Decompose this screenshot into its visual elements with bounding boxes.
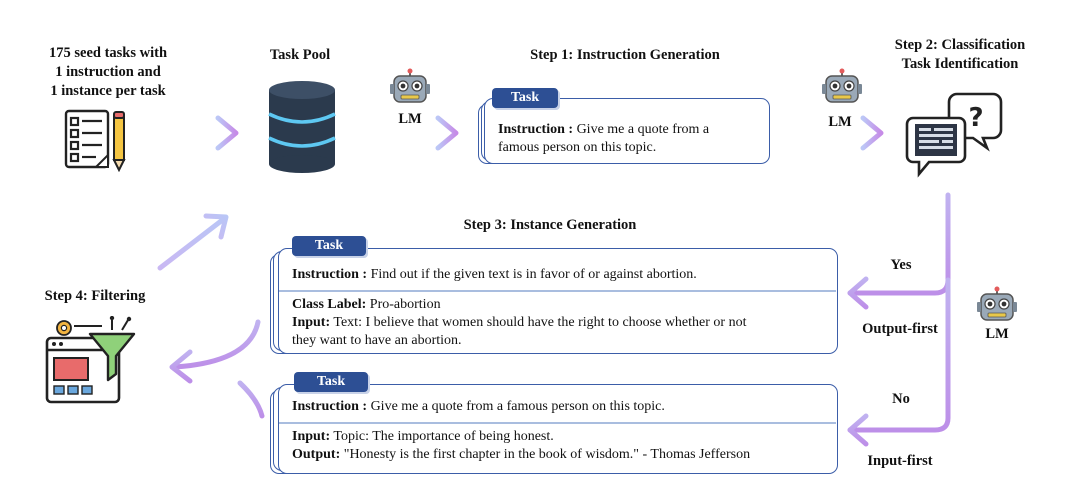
task-pool-title: Task Pool: [269, 47, 331, 63]
seed-line-2: 1 instruction and: [55, 64, 161, 80]
task-tag: Task: [294, 372, 368, 392]
instruction-text: Give me a quote from a famous person on …: [367, 399, 665, 414]
class-label-value: Pro-abortion: [366, 297, 441, 312]
instruction-key: Instruction :: [498, 122, 574, 137]
input-text: Topic: The importance of being honest.: [330, 429, 554, 444]
instance-a-body: Class Label: Pro-abortion Input: Text: I…: [292, 296, 832, 350]
instance-a-instruction: Instruction : Find out if the given text…: [292, 266, 832, 284]
lm-label-2: LM: [828, 114, 852, 130]
step1-title: Step 1: Instruction Generation: [530, 47, 720, 63]
branch-line: [847, 192, 951, 447]
instruction-key: Instruction :: [292, 267, 368, 282]
step2-line-2: Task Identification: [901, 56, 1019, 72]
arrow-instruction-to-classification: [797, 115, 884, 151]
output-text: "Honesty is the first chapter in the boo…: [340, 447, 751, 462]
arrow-filtering-to-pool: [157, 213, 229, 271]
database-icon: [268, 81, 336, 173]
branch-no: No: [892, 391, 910, 407]
step2-title: Step 2: Classification Task Identificati…: [875, 36, 1045, 74]
robot-icon: [390, 68, 430, 103]
input-text-1: Text: I believe that women should have t…: [330, 315, 747, 330]
input-key: Input:: [292, 315, 331, 330]
input-text-2: they want to have an abortion.: [292, 333, 462, 348]
branch-yes: Yes: [890, 257, 912, 273]
lm-label-3: LM: [985, 326, 1009, 342]
seed-line-1: 175 seed tasks with: [48, 45, 168, 61]
step4-title: Step 4: Filtering: [44, 288, 146, 304]
filter-funnel-icon: [45, 316, 136, 404]
seed-line-3: 1 instance per task: [50, 83, 166, 99]
checklist-icon: [64, 109, 126, 172]
arrow-instances-to-filtering: [169, 319, 265, 419]
robot-icon: [822, 68, 862, 103]
lm-label-1: LM: [398, 111, 422, 127]
instance-card-input-first: Task Instruction : Give me a quote from …: [270, 372, 838, 476]
robot-icon: [977, 286, 1017, 321]
branch-output-first: Output-first: [862, 321, 938, 337]
svg-text:?: ?: [968, 103, 983, 133]
instance-b-instruction: Instruction : Give me a quote from a fam…: [292, 398, 832, 416]
classification-icon: ?: [905, 92, 1003, 178]
instruction-text-1: Give me a quote from a: [573, 122, 710, 137]
instruction-key: Instruction :: [292, 399, 368, 414]
step2-line-1: Step 2: Classification: [894, 37, 1026, 53]
instruction-text-2: famous person on this topic.: [498, 140, 657, 155]
arrow-pool-to-instruction: [367, 115, 459, 151]
output-key: Output:: [292, 447, 341, 462]
step1-task-card: Task Instruction : Give me a quote from …: [478, 88, 770, 166]
task-tag: Task: [492, 88, 558, 108]
instance-card-output-first: Task Instruction : Find out if the given…: [270, 236, 838, 356]
class-label-key: Class Label:: [292, 297, 367, 312]
branch-input-first: Input-first: [867, 453, 933, 469]
seed-tasks-label: 175 seed tasks with 1 instruction and 1 …: [18, 44, 198, 101]
input-key: Input:: [292, 429, 331, 444]
task-tag: Task: [292, 236, 366, 256]
step1-instruction: Instruction : Give me a quote from a fam…: [498, 121, 762, 157]
instruction-text: Find out if the given text is in favor o…: [367, 267, 697, 282]
instance-b-body: Input: Topic: The importance of being ho…: [292, 428, 832, 464]
step3-title: Step 3: Instance Generation: [463, 217, 637, 233]
arrow-seed-to-pool: [152, 115, 239, 151]
